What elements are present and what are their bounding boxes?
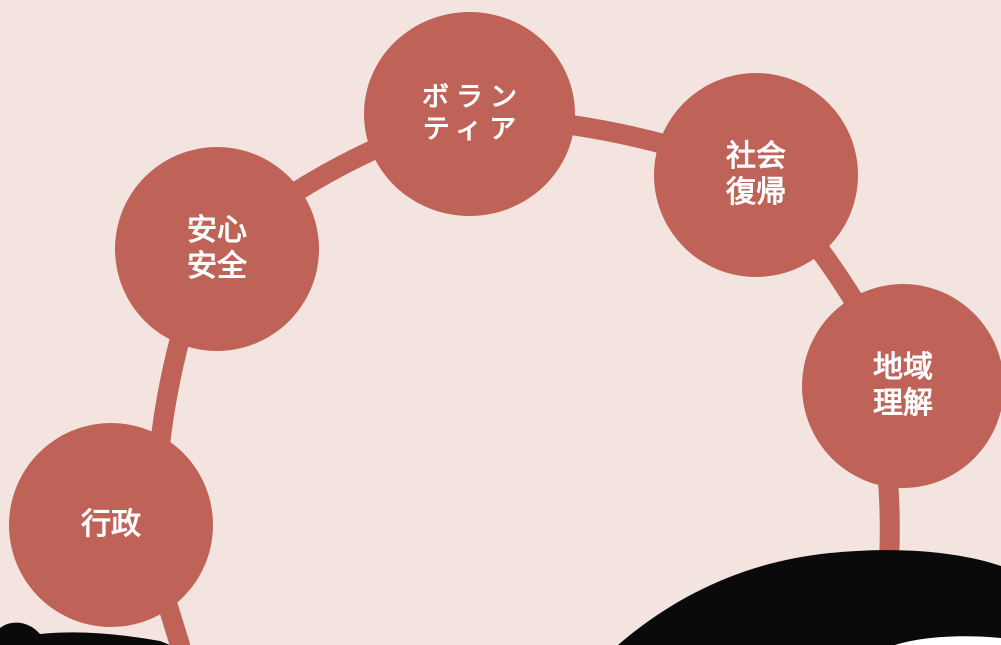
node-volunteer-line-1: ボラン <box>422 81 524 113</box>
node-shakai-line-2: 復帰 <box>726 175 786 210</box>
node-shakai-line-1: 社会 <box>726 139 786 174</box>
node-anshin-line-1: 安心 <box>187 213 247 248</box>
hill-right-highlight <box>895 636 1001 645</box>
hill-right <box>618 550 1001 645</box>
node-gyosei-line-1: 行政 <box>81 507 141 542</box>
node-anshin-line-2: 安全 <box>187 249 247 284</box>
node-chiiki-rikai: 地域 理解 <box>802 284 1001 488</box>
node-volunteer: ボラン ティア <box>364 12 575 216</box>
node-anshin-anzen: 安心 安全 <box>115 147 319 351</box>
node-shakai-fukki: 社会 復帰 <box>654 73 858 277</box>
node-volunteer-line-2: ティア <box>422 114 524 145</box>
hill-left <box>0 622 170 645</box>
node-gyosei: 行政 <box>9 423 213 627</box>
node-chiiki-line-1: 地域 <box>873 350 933 385</box>
node-chiiki-line-2: 理解 <box>873 386 933 421</box>
